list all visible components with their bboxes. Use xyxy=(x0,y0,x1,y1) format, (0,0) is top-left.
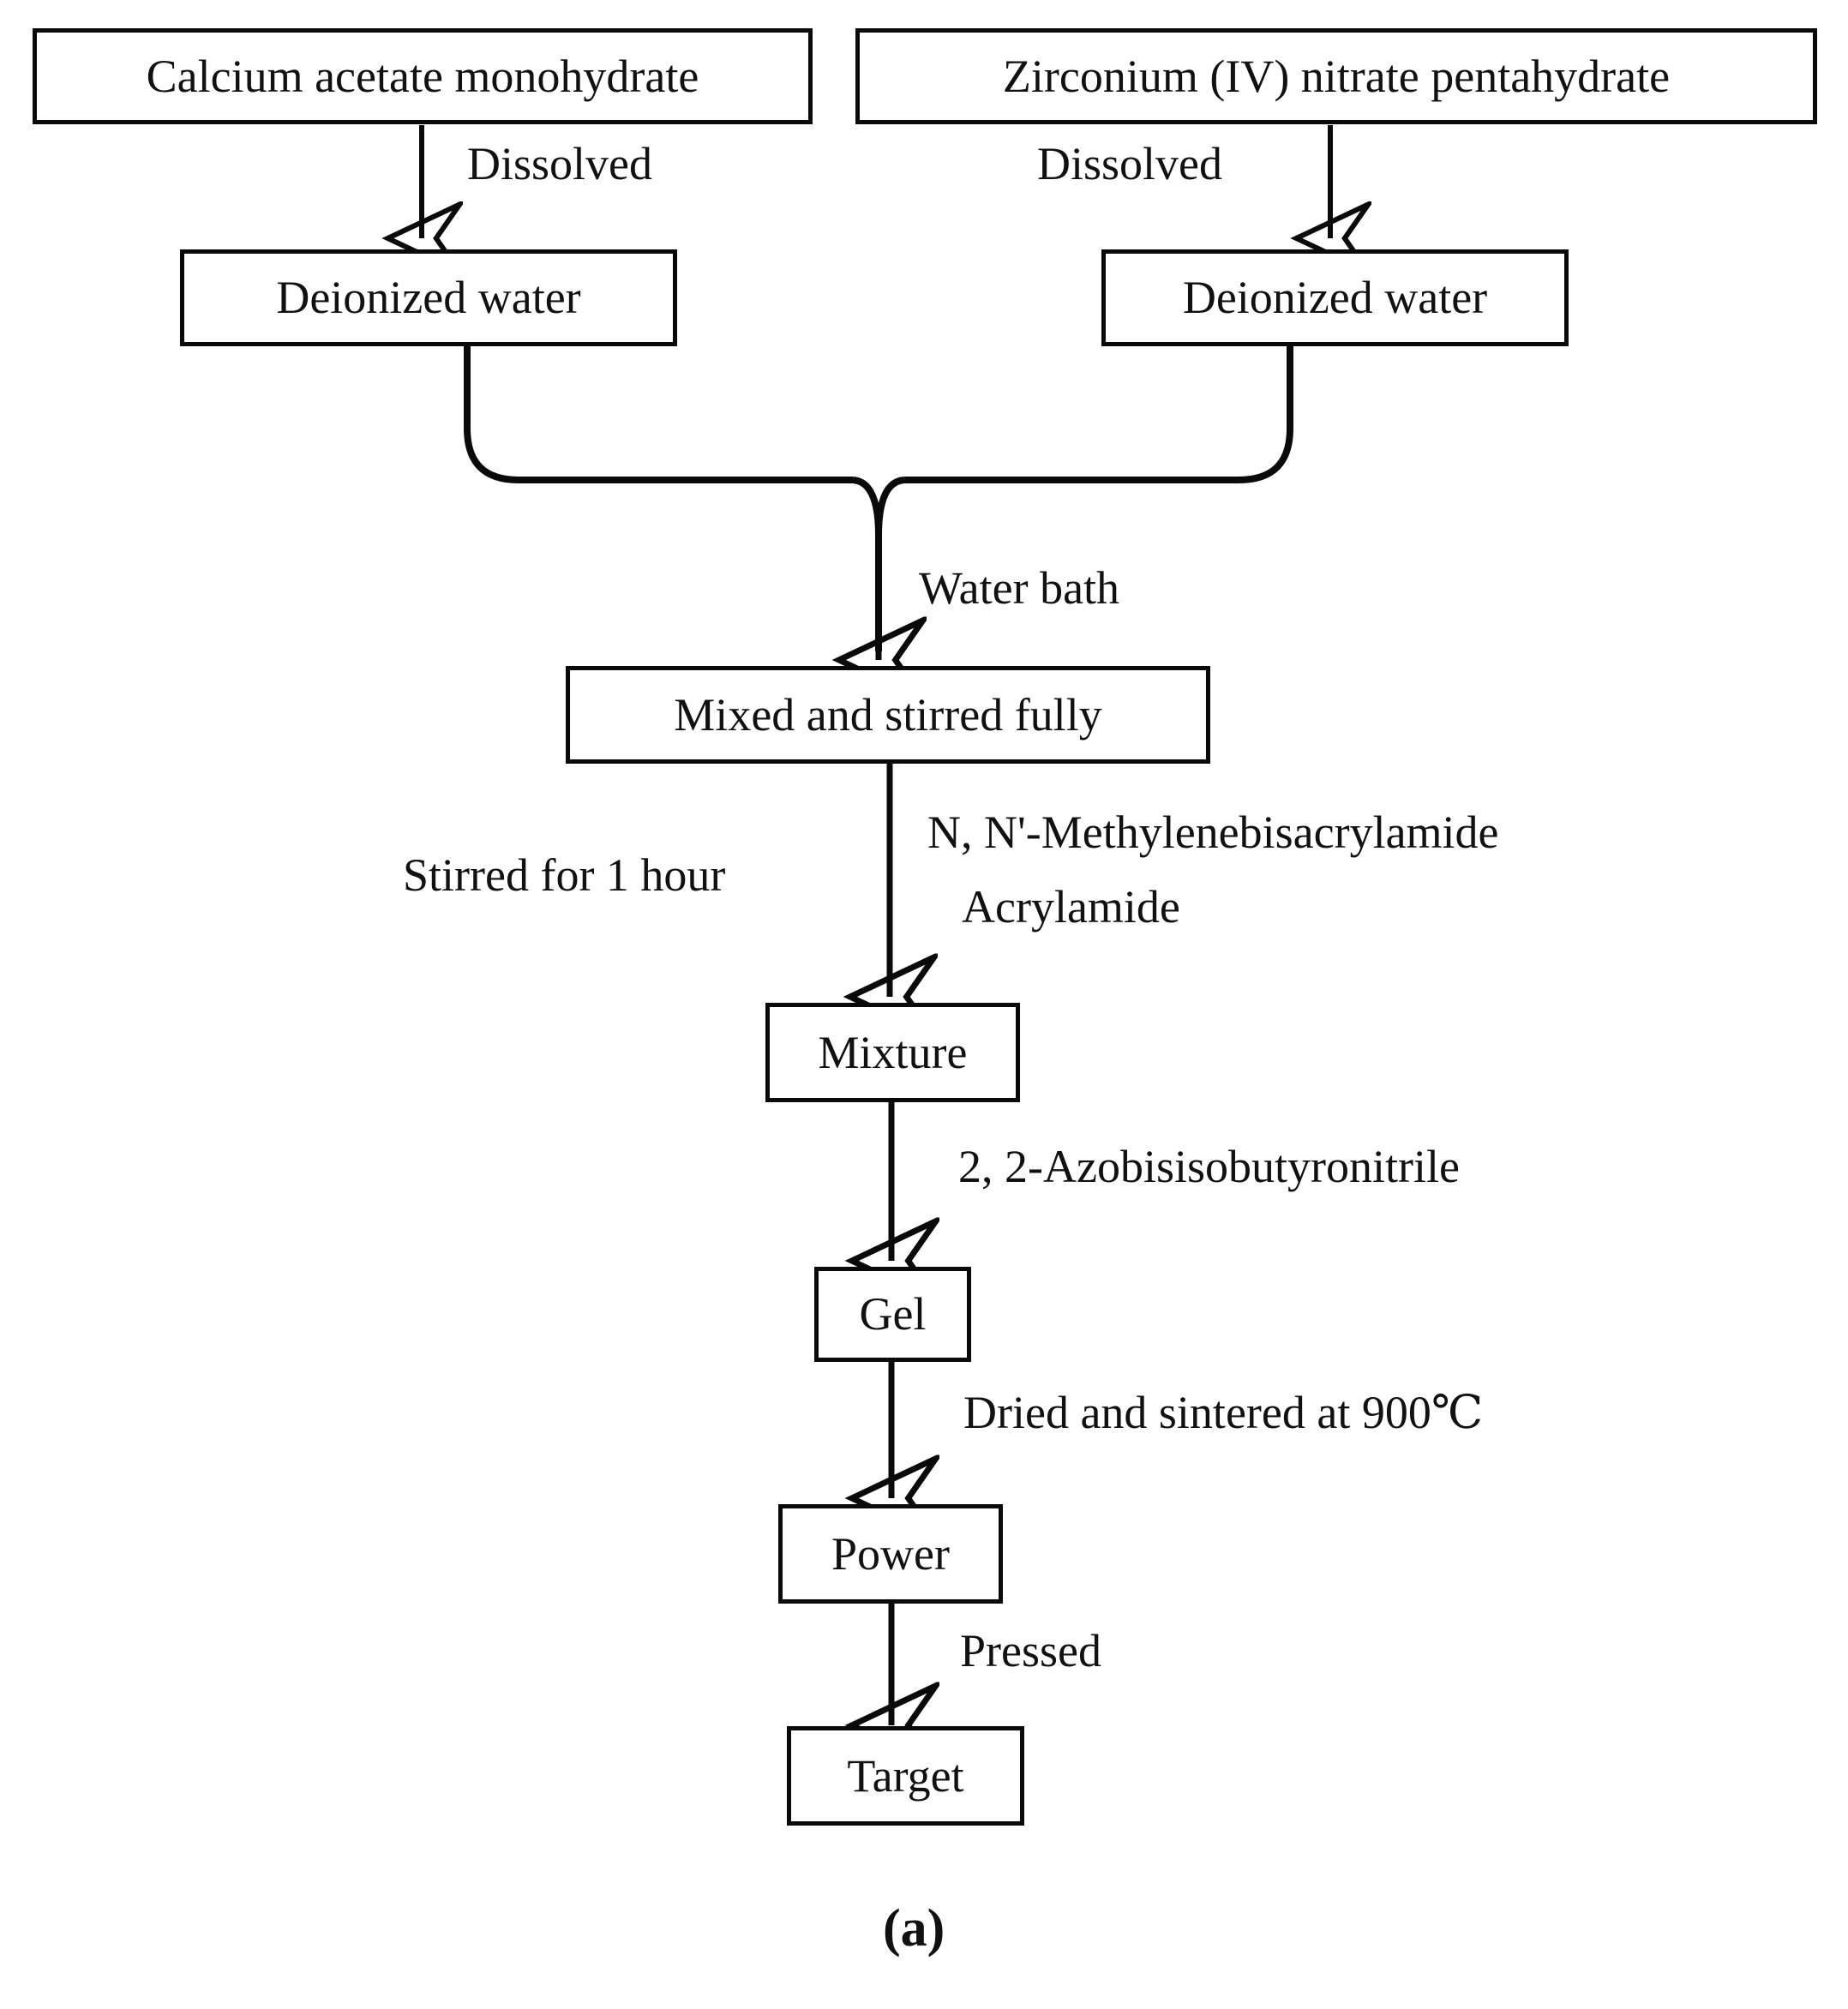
node-mixed-and-stirred-fully[interactable]: Mixed and stirred fully xyxy=(566,666,1210,764)
node-label: Calcium acetate monohydrate xyxy=(146,50,699,102)
edge-label-methylenebisacrylamide: N, N'-Methylenebisacrylamide xyxy=(927,807,1499,858)
node-calcium-acetate-monohydrate[interactable]: Calcium acetate monohydrate xyxy=(33,28,813,124)
node-mixture[interactable]: Mixture xyxy=(765,1003,1020,1102)
node-label: Mixture xyxy=(818,1026,968,1078)
node-gel[interactable]: Gel xyxy=(814,1267,971,1362)
edge-label-azobisisobutyronitrile: 2, 2-Azobisisobutyronitrile xyxy=(958,1141,1460,1192)
edge-label-dissolved-right: Dissolved xyxy=(1037,138,1222,189)
edge-label-pressed: Pressed xyxy=(960,1625,1101,1676)
connector-merge-left-leg xyxy=(852,477,882,651)
node-deionized-water-left[interactable]: Deionized water xyxy=(180,249,677,346)
node-label: Target xyxy=(847,1749,964,1802)
edge-label-acrylamide: Acrylamide xyxy=(962,881,1180,933)
node-label: Deionized water xyxy=(1182,272,1488,324)
node-zirconium-nitrate-pentahydrate[interactable]: Zirconium (IV) nitrate pentahydrate xyxy=(855,28,1817,124)
edge-label-water-bath: Water bath xyxy=(919,562,1120,614)
node-label: Power xyxy=(831,1527,950,1580)
connector-right-water-to-merge xyxy=(904,346,1293,483)
node-label: Gel xyxy=(859,1288,927,1340)
node-label: Mixed and stirred fully xyxy=(674,688,1102,741)
figure-caption: (a) xyxy=(883,1899,945,1958)
node-power[interactable]: Power xyxy=(778,1504,1003,1604)
node-deionized-water-right[interactable]: Deionized water xyxy=(1101,249,1569,346)
node-label: Deionized water xyxy=(276,272,581,324)
edge-label-dissolved-left: Dissolved xyxy=(467,138,652,189)
connector-merge-right-leg xyxy=(875,477,905,651)
node-target[interactable]: Target xyxy=(787,1726,1024,1826)
edge-label-dried-and-sintered: Dried and sintered at 900℃ xyxy=(963,1387,1484,1438)
connector-left-water-to-merge xyxy=(464,346,853,483)
edge-label-stirred-for-1-hour: Stirred for 1 hour xyxy=(403,849,726,901)
node-label: Zirconium (IV) nitrate pentahydrate xyxy=(1002,50,1671,102)
